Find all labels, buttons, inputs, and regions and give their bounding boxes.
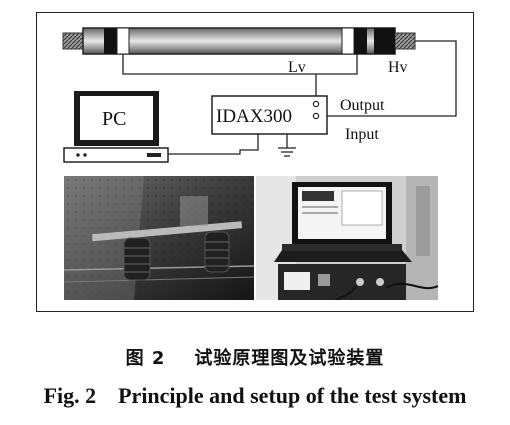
hv-label: Hv <box>388 59 408 76</box>
monitor-screen <box>80 96 153 140</box>
left-cable-end <box>62 32 84 50</box>
right-cable-end <box>394 32 416 50</box>
right-shield-block <box>374 28 395 54</box>
output-label: Output <box>340 97 385 114</box>
instrument-photo <box>256 176 438 300</box>
pc-link-wire <box>168 126 259 155</box>
test-bench-photo <box>64 176 254 300</box>
left-electrode-block <box>104 28 117 54</box>
left-electrode-gap <box>116 27 130 55</box>
hv-to-input-wire <box>322 40 457 117</box>
lv-label: Lv <box>288 59 306 76</box>
cable-specimen <box>62 27 416 55</box>
pc-label: PC <box>102 108 126 130</box>
output-terminal <box>312 100 320 108</box>
idax300-box <box>211 95 328 135</box>
lv-wire <box>122 54 358 75</box>
test-bench-illustration <box>64 176 254 300</box>
figure-caption-chinese: 图 2 试验原理图及试验装置 <box>125 348 385 369</box>
input-terminal <box>312 112 320 120</box>
pc-base-unit <box>63 147 169 163</box>
pc-icon <box>63 91 169 163</box>
right-electrode-gap <box>341 27 355 55</box>
figure-frame <box>36 12 474 312</box>
figure-caption-english: Fig. 2 Principle and setup of the test s… <box>43 383 467 408</box>
instrument-illustration <box>256 176 438 300</box>
right-electrode-block <box>354 28 367 54</box>
idax300-label: IDAX300 <box>216 106 292 127</box>
input-label: Input <box>345 126 379 143</box>
